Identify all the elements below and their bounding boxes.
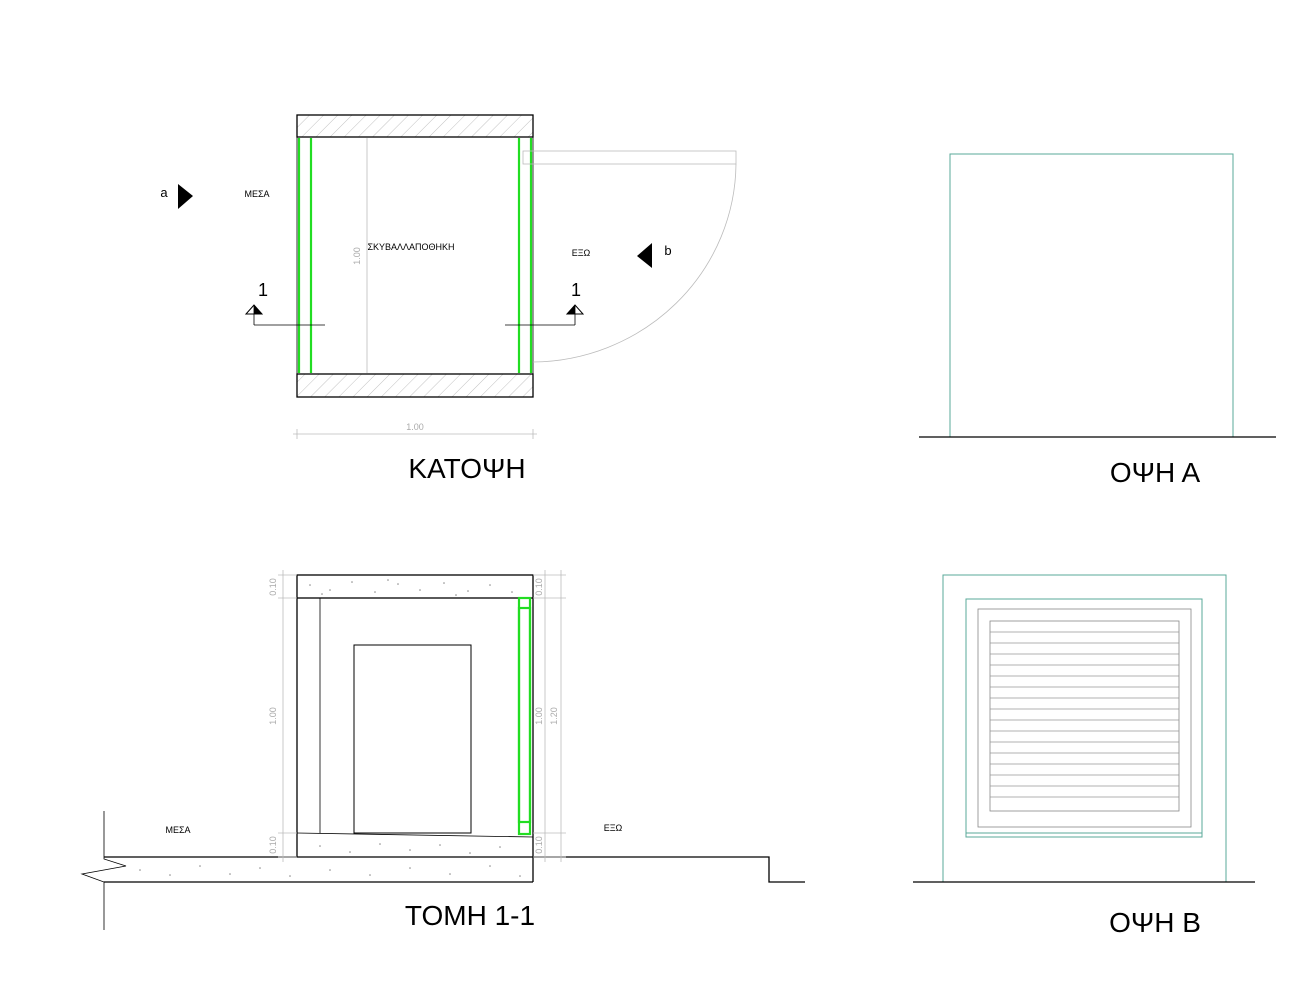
section-door-panel xyxy=(353,644,472,834)
section-mark-right: 1 xyxy=(505,280,585,326)
section-dim-height: 1.00 xyxy=(268,707,278,725)
plan-view: 1.00 ΣΚΥΒΑΛΛΑΠΟΘΗΚΗ ΜΕΣΑ ΕΞΩ a b 1 1 xyxy=(160,114,737,484)
elevation-a: ΟΨΗ Α xyxy=(919,153,1276,488)
section-mark-left: 1 xyxy=(244,280,325,326)
plan-outside-label: ΕΞΩ xyxy=(572,248,591,258)
section-mark-right-number: 1 xyxy=(571,280,581,300)
view-marker-a-arrow xyxy=(178,184,193,209)
section-top-slab xyxy=(296,574,534,599)
section-break-line xyxy=(80,811,127,930)
plan-inside-label: ΜΕΣΑ xyxy=(244,189,269,199)
view-marker-a-label: a xyxy=(160,185,168,200)
view-marker-b-arrow xyxy=(637,243,652,268)
section-view: ΜΕΣΑ ΕΞΩ 0.10 1.00 0.10 0.10 1.00 1.20 0… xyxy=(80,570,805,931)
plan-door-leaf xyxy=(522,150,737,165)
section-dim-right-bottom: 0.10 xyxy=(534,836,544,854)
section-inside-label: ΜΕΣΑ xyxy=(165,825,190,835)
elevation-b-louver-frame xyxy=(977,608,1192,828)
section-dim-right-top: 0.10 xyxy=(534,578,544,596)
section-dim-top-slab: 0.10 xyxy=(268,578,278,596)
plan-dim-width: 1.00 xyxy=(406,422,424,432)
view-marker-b-label: b xyxy=(664,243,671,258)
section-mark-left-number: 1 xyxy=(258,280,268,300)
plan-room-label: ΣΚΥΒΑΛΛΑΠΟΘΗΚΗ xyxy=(367,242,454,252)
section-green-frame xyxy=(517,596,532,836)
plan-door-swing xyxy=(532,163,737,363)
section-outside-label: ΕΞΩ xyxy=(604,823,623,833)
elevation-b-title: ΟΨΗ Β xyxy=(1109,907,1201,938)
elevation-b-door-frame xyxy=(965,598,1203,838)
section-floor-slab xyxy=(104,856,805,883)
plan-bottom-wall xyxy=(296,373,534,398)
elevation-b-louvers xyxy=(990,631,1179,798)
elevation-b: ΟΨΗ Β xyxy=(913,574,1255,938)
plan-top-wall xyxy=(296,114,534,138)
section-title: ΤΟΜΗ 1-1 xyxy=(405,900,535,931)
section-dim-right-mid: 1.00 xyxy=(534,707,544,725)
plan-dim-depth: 1.00 xyxy=(352,247,362,265)
plan-title: ΚΑΤΟΨΗ xyxy=(408,453,525,484)
section-dim-bottom-slab: 0.10 xyxy=(268,836,278,854)
elevation-a-title: ΟΨΗ Α xyxy=(1110,457,1201,488)
elevation-a-outline xyxy=(949,153,1234,438)
section-dim-right-mid2: 1.20 xyxy=(549,707,559,725)
